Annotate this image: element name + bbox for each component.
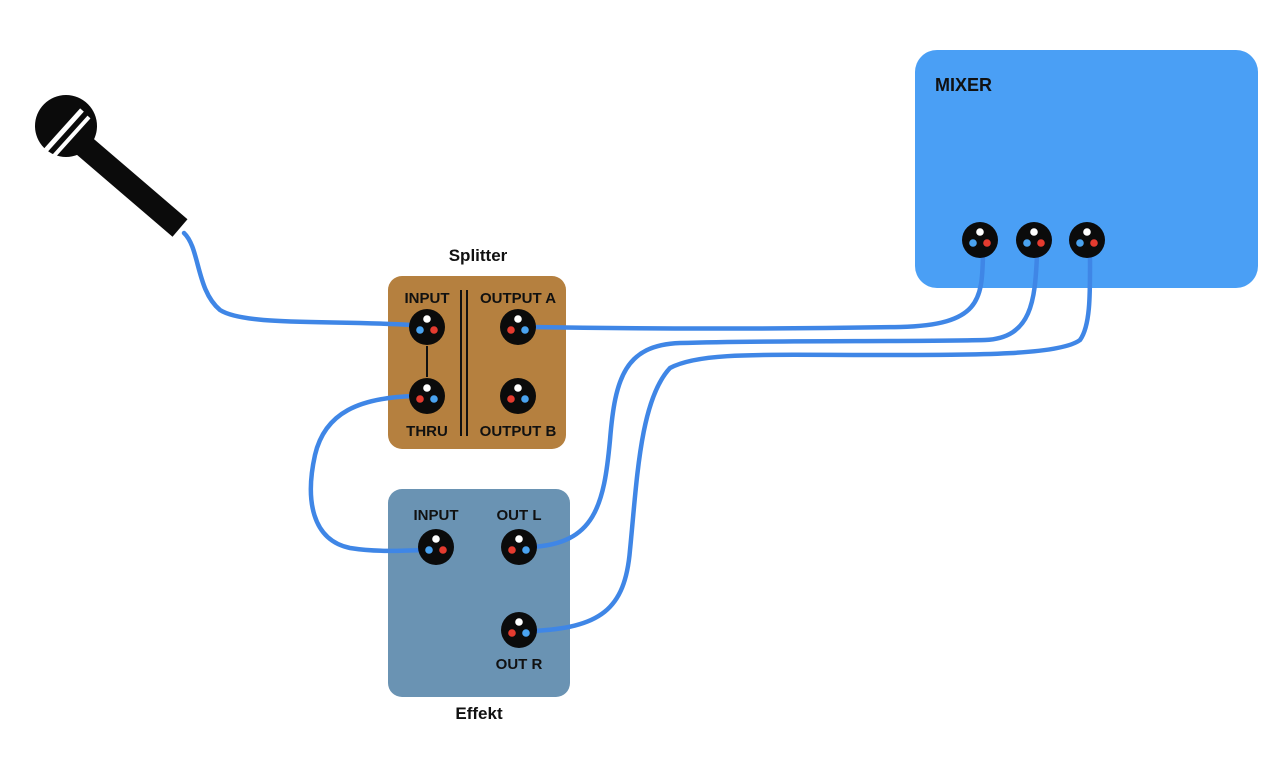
mixer-jack-1[interactable] [962, 222, 998, 258]
splitter-output-b-jack[interactable] [500, 378, 536, 414]
xlr-jack-icon [501, 529, 537, 565]
cable-splitter-thru-to-effekt-input [308, 393, 427, 554]
effekt-out-r-label: OUT R [496, 656, 543, 673]
cable-mic-to-splitter-input [181, 230, 415, 328]
mixer-jack-2[interactable] [1016, 222, 1052, 258]
xlr-jack-icon [418, 529, 454, 565]
xlr-jack-icon [501, 612, 537, 648]
effekt-input-jack[interactable] [418, 529, 454, 565]
mixer-jack-3[interactable] [1069, 222, 1105, 258]
mixer-label: MIXER [935, 75, 992, 95]
xlr-jack-icon [1016, 222, 1052, 258]
splitter-output-b-label: OUTPUT B [480, 423, 557, 440]
splitter-title: Splitter [449, 246, 508, 265]
effekt-out-l-label: OUT L [497, 507, 542, 524]
cable-output-a-to-mixer-1 [528, 252, 986, 331]
splitter-output-a-label: OUTPUT A [480, 290, 556, 307]
xlr-jack-icon [962, 222, 998, 258]
effekt-input-label: INPUT [414, 507, 459, 524]
cables [181, 230, 1093, 634]
splitter-input-label: INPUT [405, 290, 450, 307]
splitter-output-a-jack[interactable] [500, 309, 536, 345]
splitter-thru-jack[interactable] [409, 378, 445, 414]
splitter-thru-label: THRU [406, 423, 448, 440]
effekt-title: Effekt [455, 704, 503, 723]
effekt-out-l-jack[interactable] [501, 529, 537, 565]
xlr-jack-icon [500, 309, 536, 345]
jacks [409, 222, 1105, 648]
effekt-out-r-jack[interactable] [501, 612, 537, 648]
splitter-input-jack[interactable] [409, 309, 445, 345]
splitter-box: Splitter INPUT OUTPUT A THRU OUTPUT B [388, 246, 566, 449]
xlr-jack-icon [409, 378, 445, 414]
cable-out-l-to-mixer-2 [528, 252, 1040, 550]
xlr-jack-icon [409, 309, 445, 345]
xlr-jack-icon [500, 378, 536, 414]
cable-out-r-to-mixer-3 [528, 252, 1093, 634]
xlr-jack-icon [1069, 222, 1105, 258]
effekt-box: INPUT OUT L OUT R Effekt [388, 489, 570, 723]
mixer-box: MIXER [915, 50, 1258, 288]
mixer-panel [915, 50, 1258, 288]
microphone-icon [35, 95, 188, 237]
